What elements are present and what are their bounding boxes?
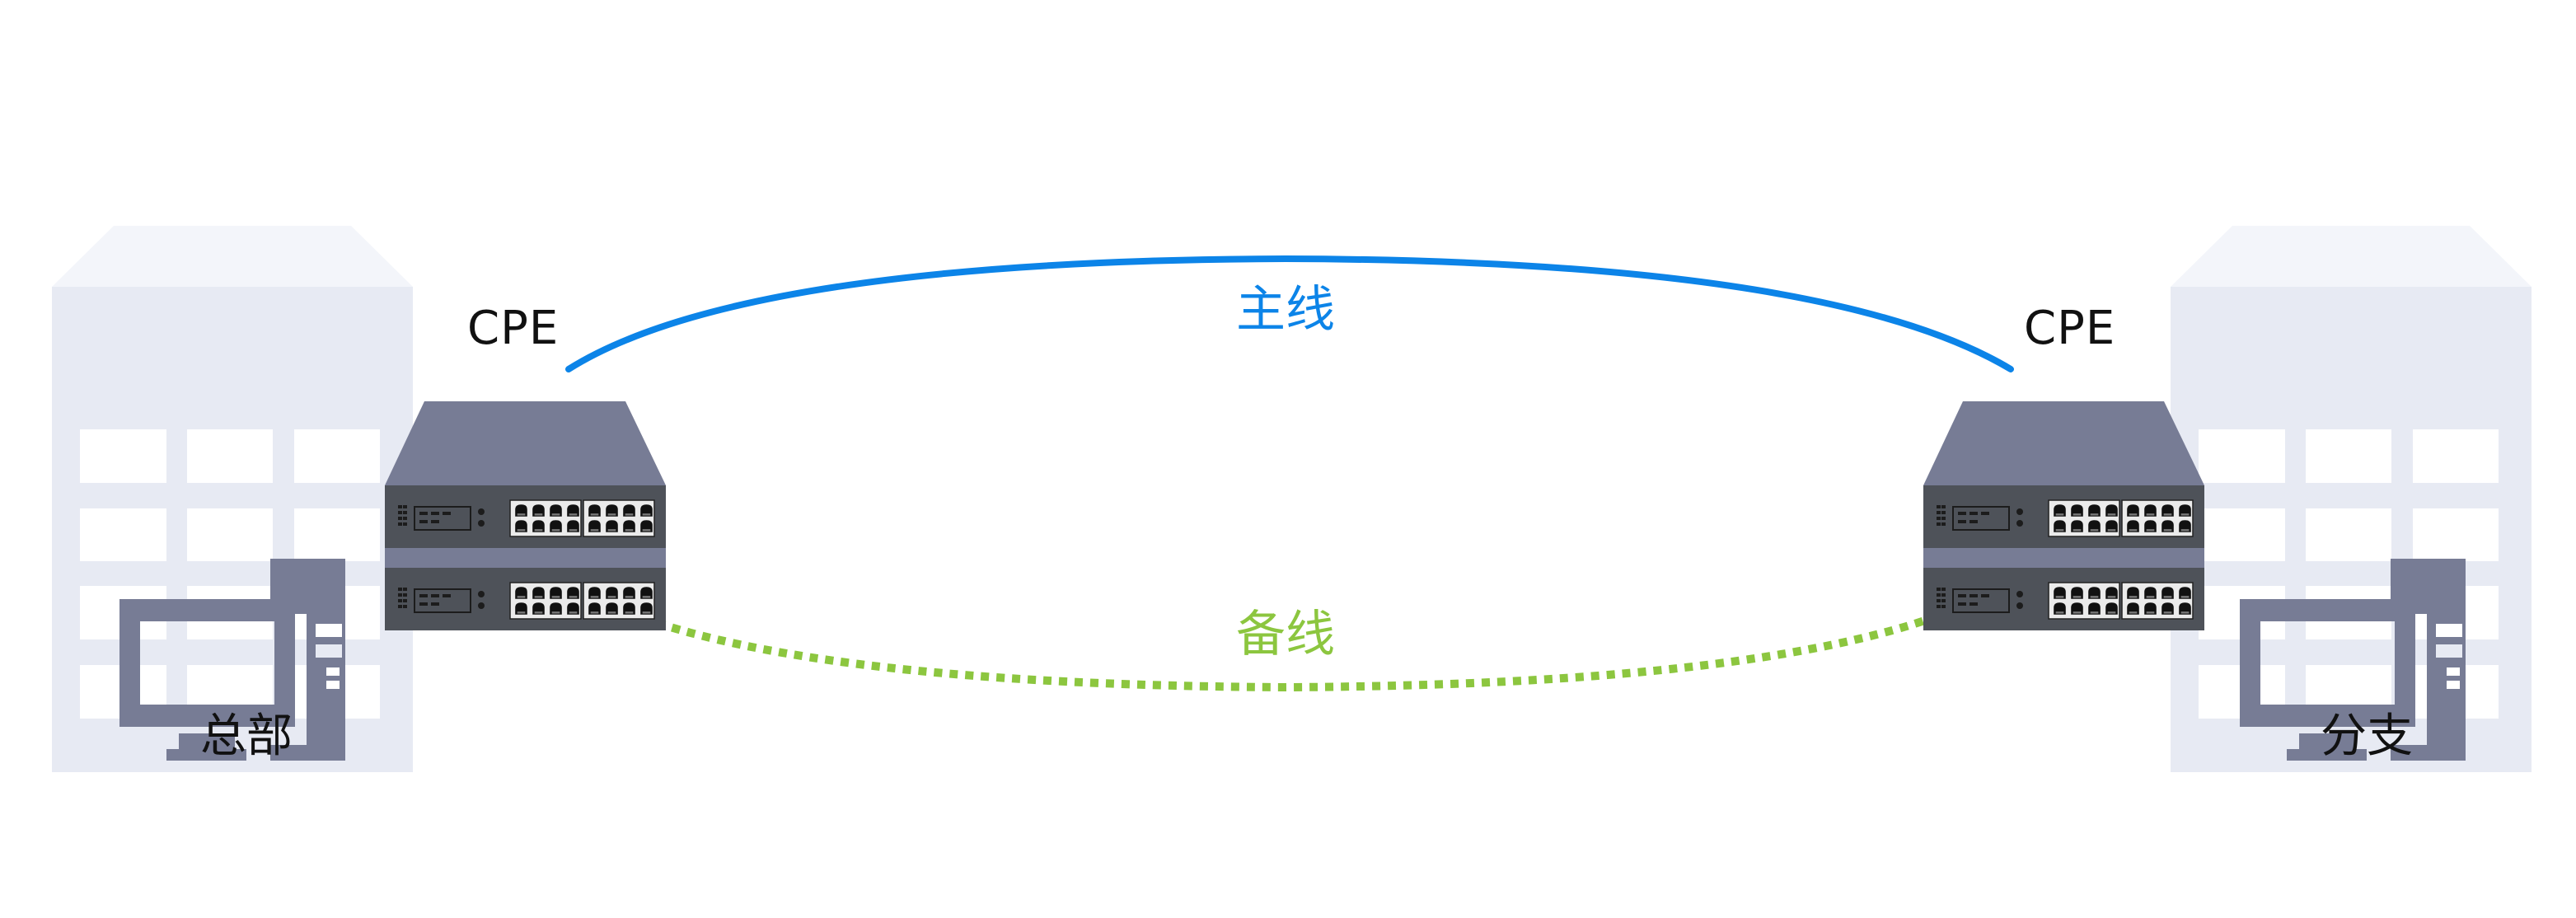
hq-cpe-label: CPE (467, 302, 560, 355)
backup-link-label: 备线 (1236, 606, 1335, 663)
branch-site-label: 分支 (2321, 710, 2413, 763)
branch-cpe-device-icon (1923, 401, 2204, 630)
hq-site-label: 总部 (200, 710, 293, 763)
branch-cpe-label: CPE (2024, 302, 2116, 355)
hq-cpe-device-icon (385, 401, 666, 630)
hq-building-icon (52, 226, 413, 772)
primary-link-line (565, 255, 2014, 372)
backup-link-line (531, 554, 2047, 692)
branch-building-icon (2171, 226, 2532, 772)
primary-link-label: 主线 (1236, 281, 1335, 339)
